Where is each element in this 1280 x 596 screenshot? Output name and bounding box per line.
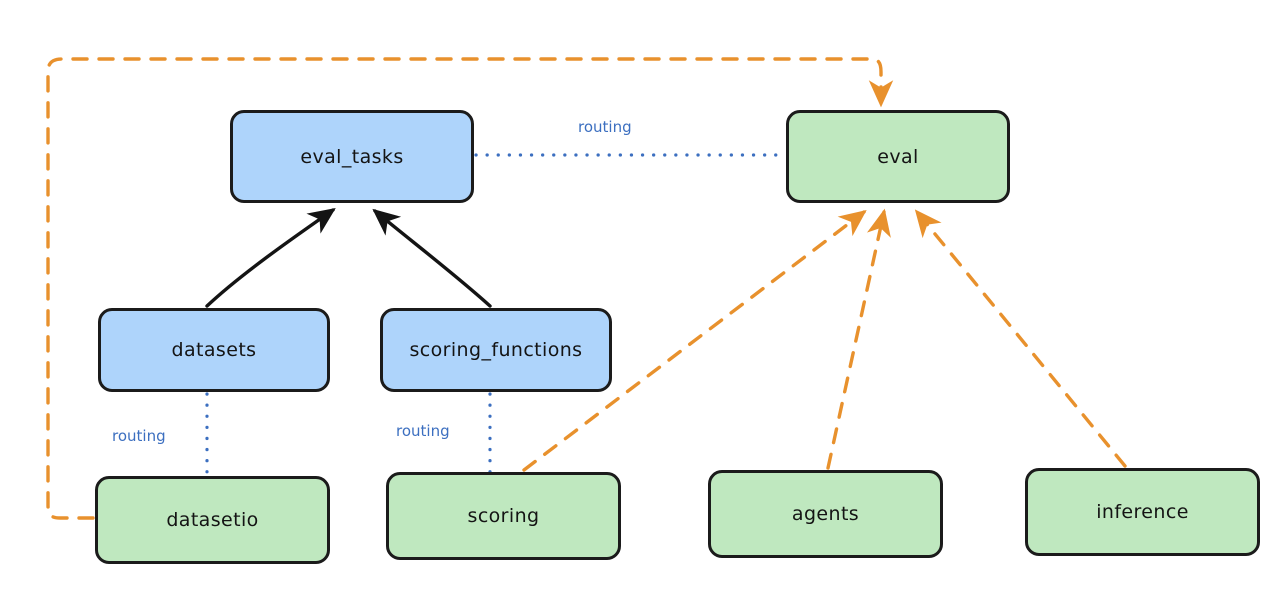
edge-scoring-to-eval: [522, 209, 867, 472]
edge-label-routing-datasets-datasetio: routing: [112, 427, 166, 445]
edge-datasets-to-eval-tasks: [205, 208, 336, 308]
node-scoring-functions-label: scoring_functions: [409, 339, 583, 361]
node-scoring-label: scoring: [467, 505, 540, 527]
edge-label-routing-scoring-functions-scoring: routing: [396, 422, 450, 440]
edge-datasetio-to-eval: [46, 57, 894, 520]
node-scoring-functions[interactable]: scoring_functions: [380, 308, 612, 392]
node-agents-label: agents: [791, 503, 860, 525]
node-datasets[interactable]: datasets: [98, 308, 330, 392]
node-agents[interactable]: agents: [708, 470, 943, 558]
node-eval[interactable]: eval: [786, 110, 1010, 203]
node-eval-tasks[interactable]: eval_tasks: [230, 110, 474, 203]
edge-label-routing-eval-tasks-eval: routing: [578, 118, 632, 136]
node-scoring[interactable]: scoring: [386, 472, 621, 560]
node-inference-label: inference: [1096, 501, 1189, 523]
node-inference[interactable]: inference: [1025, 468, 1260, 556]
node-datasets-label: datasets: [171, 339, 257, 361]
edge-inference-to-eval: [914, 209, 1127, 468]
edge-scoring-functions-to-eval-tasks: [372, 208, 492, 308]
node-eval-tasks-label: eval_tasks: [300, 145, 404, 168]
node-datasetio[interactable]: datasetio: [95, 476, 330, 564]
edge-agents-to-eval: [826, 208, 891, 470]
node-datasetio-label: datasetio: [166, 509, 259, 531]
node-eval-label: eval: [877, 145, 919, 168]
